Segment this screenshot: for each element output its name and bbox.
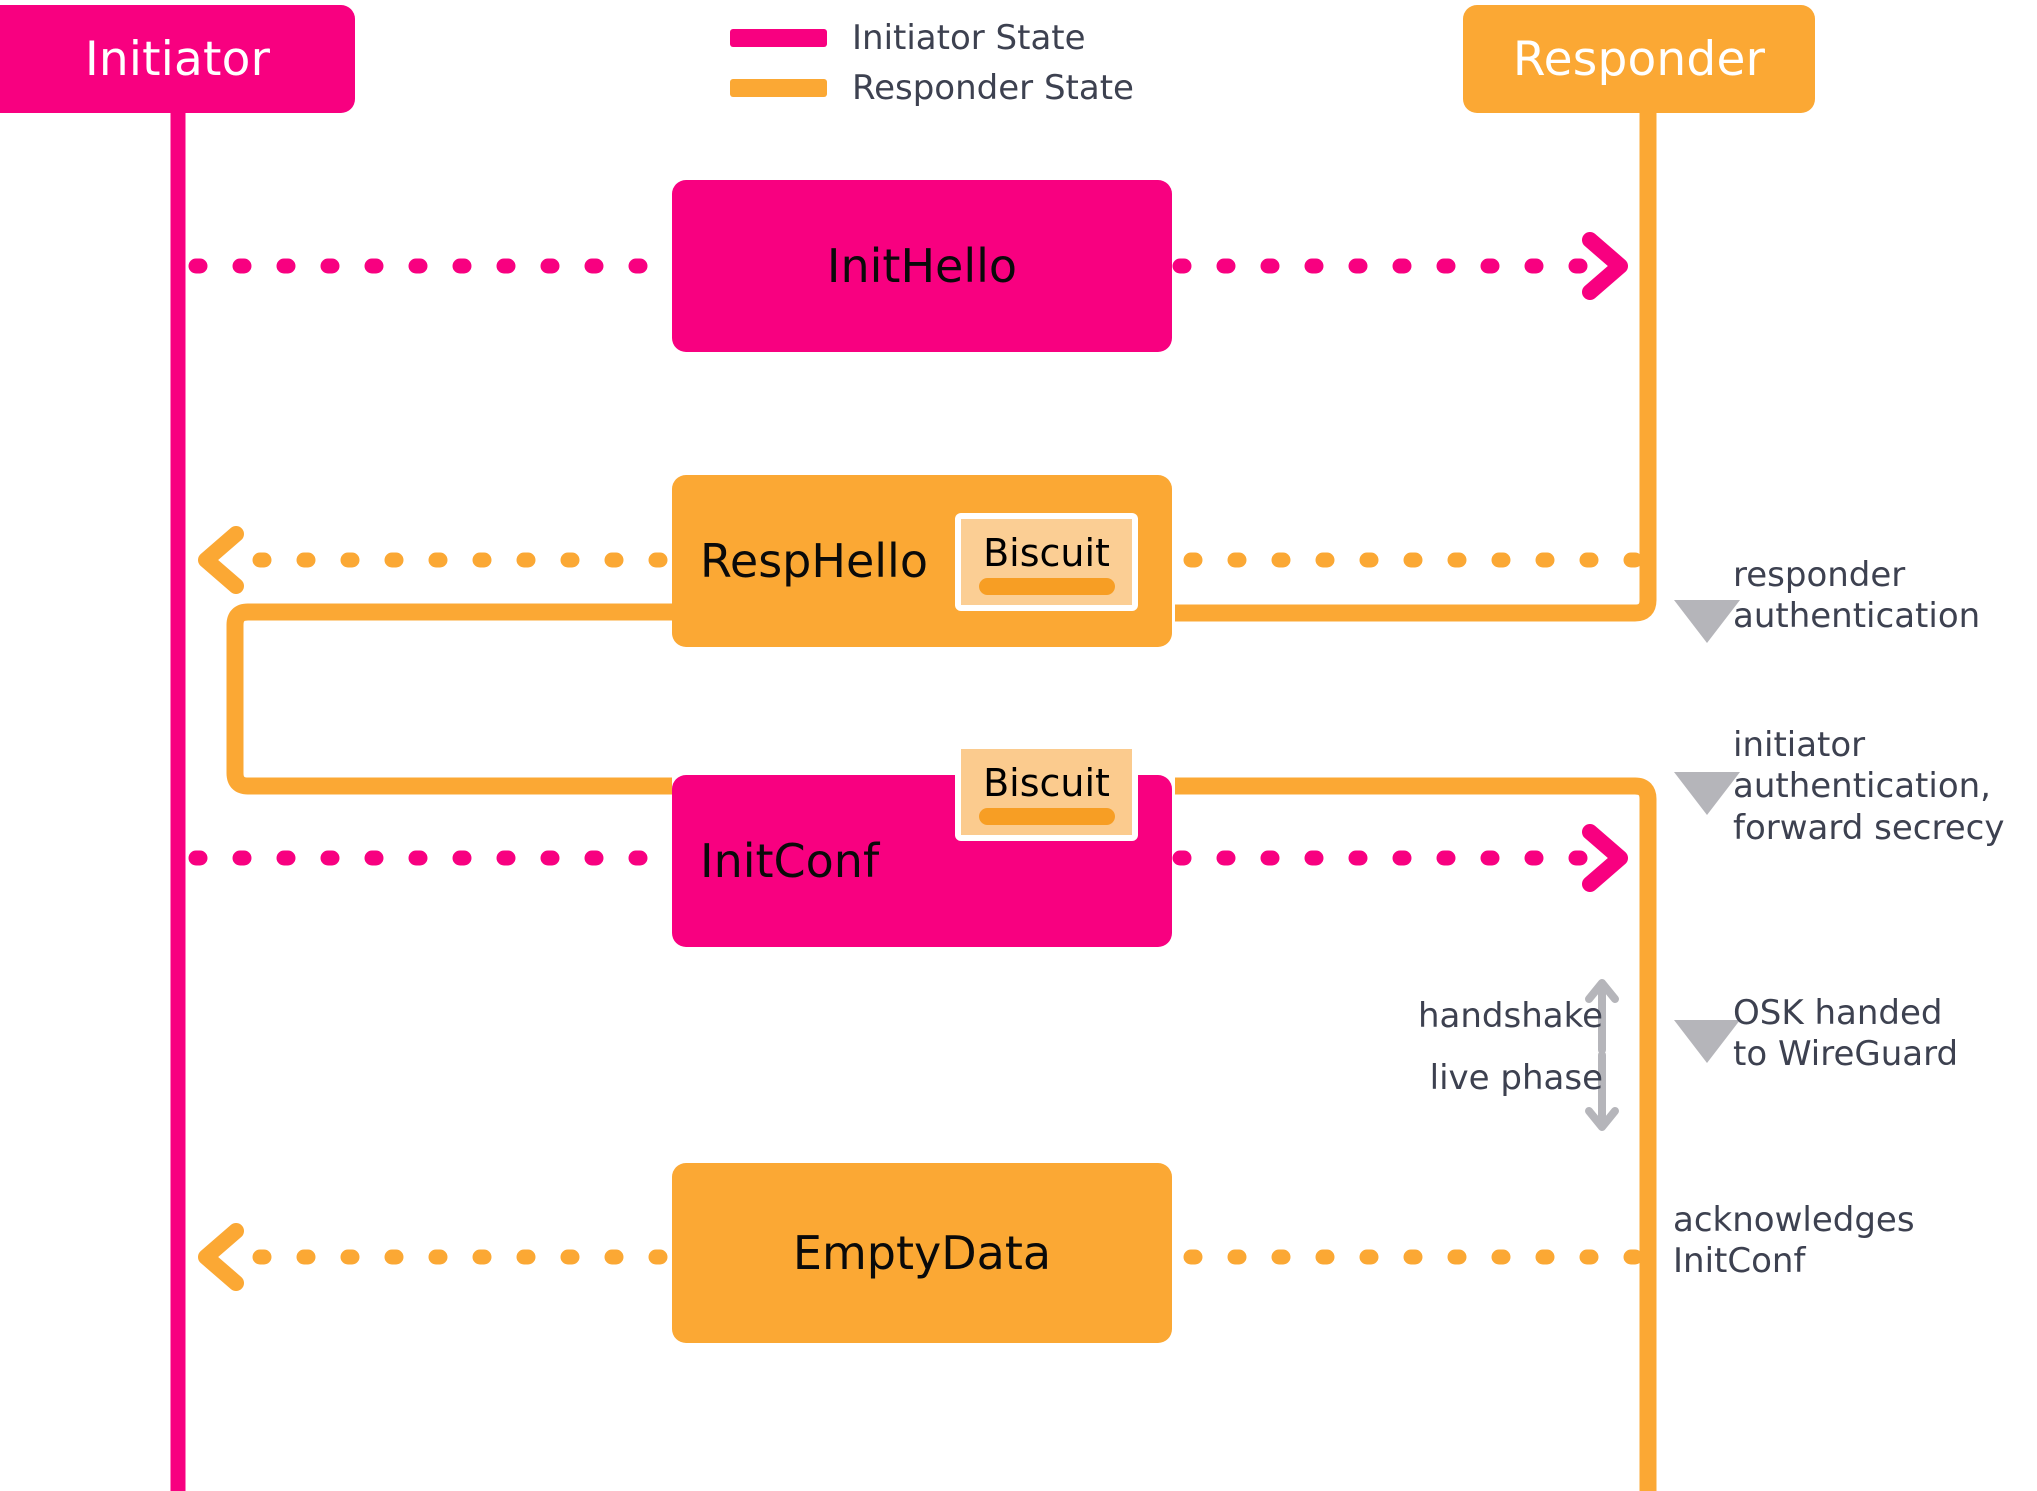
triangle-down-icon-responder-auth (1674, 600, 1740, 643)
legend-swatch-icon-initiator (730, 29, 827, 47)
responder-lifeline-segment-1 (1175, 100, 1657, 622)
arrow-inithello (188, 232, 1628, 300)
biscuit-body: Biscuit (961, 519, 1132, 605)
legend-item-initiator-state: Initiator State (730, 13, 1134, 63)
legend-item-responder-state: Responder State (730, 63, 1134, 113)
arrow-up-icon-handshake (1585, 979, 1619, 1054)
message-label-resphello: RespHello (700, 534, 928, 588)
legend-swatch-icon-responder (730, 79, 827, 97)
actor-initiator-box[interactable]: Initiator (0, 5, 355, 113)
biscuit-body: Biscuit (961, 749, 1132, 835)
triangle-down-icon-osk (1674, 1020, 1740, 1063)
triangle-down-icon-initiator-auth (1674, 772, 1740, 815)
biscuit-bar-icon (978, 577, 1115, 595)
arrow-emptydata (198, 1223, 1643, 1291)
annotation-responder-authentication: responder authentication (1733, 555, 1981, 637)
legend-label-responder: Responder State (852, 68, 1134, 108)
message-box-inithello[interactable]: InitHello (672, 180, 1172, 352)
message-box-emptydata[interactable]: EmptyData (672, 1163, 1172, 1343)
actor-responder-box[interactable]: Responder (1463, 5, 1815, 113)
biscuit-label: Biscuit (983, 530, 1110, 575)
responder-state-bracket (226, 603, 672, 795)
biscuit-badge-initconf[interactable]: Biscuit (955, 743, 1138, 841)
annotation-osk-handed-to-wireguard: OSK handed to WireGuard (1733, 993, 1959, 1075)
phase-label-live-phase: live phase (1429, 1058, 1603, 1098)
legend: Initiator State Responder State (730, 13, 1134, 113)
legend-label-initiator: Initiator State (852, 18, 1086, 58)
arrow-resphello (198, 526, 1643, 594)
actor-initiator-label: Initiator (84, 31, 271, 87)
annotation-initiator-authentication: initiator authentication, forward secrec… (1733, 725, 2005, 848)
annotation-acknowledges-initconf: acknowledges InitConf (1673, 1200, 1915, 1282)
message-label-emptydata: EmptyData (792, 1226, 1052, 1280)
phase-labels: handshake live phase (1375, 985, 1615, 1109)
phase-label-handshake: handshake (1417, 996, 1603, 1036)
biscuit-bar-icon (978, 807, 1115, 825)
phase-row-live-phase: live phase (1375, 1047, 1615, 1109)
message-box-initconf[interactable]: InitConf (672, 775, 1172, 947)
biscuit-badge-resphello[interactable]: Biscuit (955, 513, 1138, 611)
arrow-initconf (188, 824, 1628, 892)
responder-lifeline-segment-2 (1175, 777, 1657, 1491)
message-label-inithello: InitHello (826, 239, 1018, 293)
phase-row-handshake: handshake (1375, 985, 1615, 1047)
message-label-initconf: InitConf (700, 834, 880, 888)
actor-responder-label: Responder (1512, 31, 1766, 87)
biscuit-label: Biscuit (983, 760, 1110, 805)
arrow-down-icon-live-phase (1585, 1051, 1619, 1131)
